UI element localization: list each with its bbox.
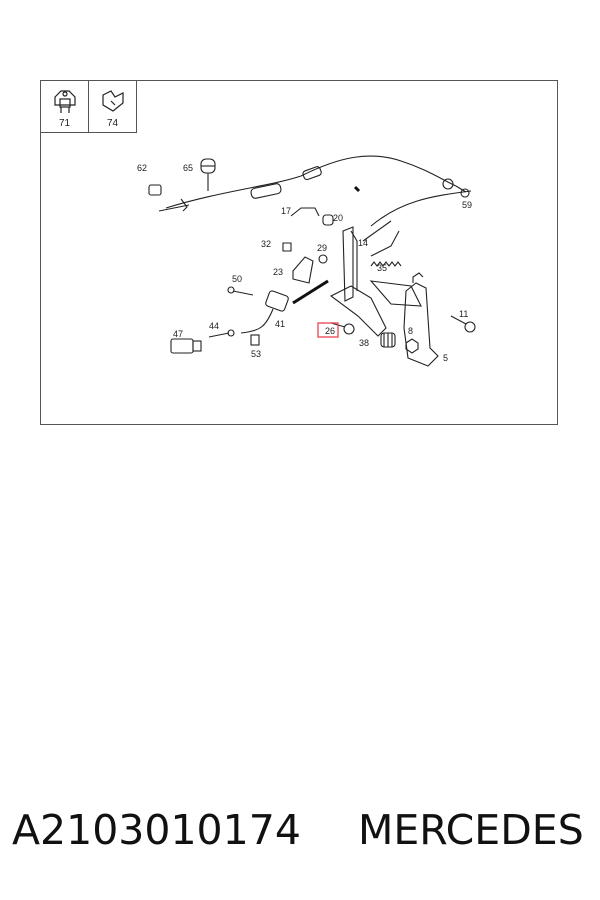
callout-65[interactable]: 65: [183, 163, 193, 173]
gas-pedal: [403, 282, 439, 367]
spring-35: [370, 261, 402, 267]
part-62: [148, 184, 162, 196]
callout-50[interactable]: 50: [232, 274, 242, 284]
callout-5[interactable]: 5: [443, 353, 448, 363]
part-47: [170, 338, 194, 354]
part-53: [250, 334, 260, 346]
callout-41[interactable]: 41: [275, 319, 285, 329]
pedal-bracket: [342, 226, 354, 302]
callout-17[interactable]: 17: [281, 206, 291, 216]
bracket-part-icon: [102, 90, 124, 112]
footer-caption: A2103010174 MERCEDES: [12, 806, 592, 854]
thumbnail-label: 74: [106, 118, 119, 129]
part-number: A2103010174: [12, 806, 301, 854]
highlight-box-26: [317, 322, 339, 338]
callout-26[interactable]: 26: [325, 326, 335, 336]
thumbnail-label: 71: [58, 118, 71, 129]
callout-32[interactable]: 32: [261, 239, 271, 249]
callout-8[interactable]: 8: [408, 326, 413, 336]
callout-29[interactable]: 29: [317, 243, 327, 253]
callout-35[interactable]: 35: [377, 263, 387, 273]
callout-11[interactable]: 11: [459, 309, 468, 319]
callout-38[interactable]: 38: [359, 338, 369, 348]
part-29: [318, 254, 328, 264]
callout-20[interactable]: 20: [333, 213, 343, 223]
exploded-view: 62 65 59 17 20 14 32 29 23 35 50 41 11 2…: [137, 155, 476, 367]
pedal-lever: [329, 285, 387, 337]
part-32: [282, 242, 292, 252]
part-17: [290, 207, 320, 217]
callout-44[interactable]: 44: [209, 321, 219, 331]
callout-47[interactable]: 47: [173, 329, 183, 339]
part-23: [292, 256, 314, 284]
part-8: [405, 338, 419, 354]
parts-diagram: 71 74: [40, 80, 558, 425]
callouts: 62 65 59 17 20 14 32 29 23 35 50 41 11 2…: [137, 163, 472, 363]
throttle-cable: [165, 155, 457, 209]
callout-59[interactable]: 59: [462, 200, 472, 210]
callout-53[interactable]: 53: [251, 349, 261, 359]
cable-sleeve: [250, 183, 282, 199]
callout-62[interactable]: 62: [137, 163, 147, 173]
thumbnail-71[interactable]: 71: [41, 81, 89, 133]
callout-14[interactable]: 14: [358, 238, 368, 248]
callout-23[interactable]: 23: [273, 267, 283, 277]
part-41: [265, 290, 289, 312]
part-20: [322, 214, 334, 226]
clip-part-icon: [54, 90, 76, 113]
brand-name: MERCEDES: [357, 806, 584, 854]
thumbnail-74[interactable]: 74: [89, 81, 137, 133]
